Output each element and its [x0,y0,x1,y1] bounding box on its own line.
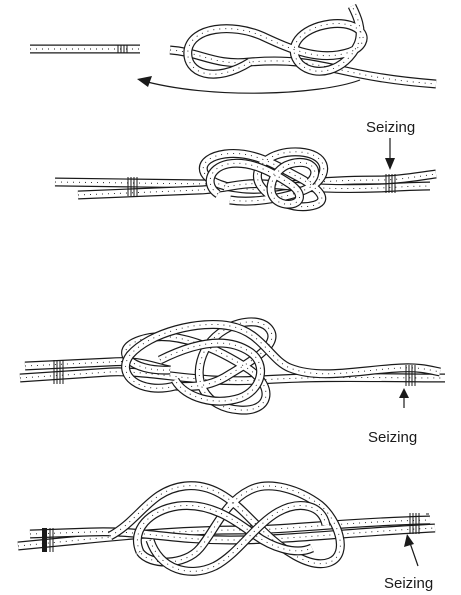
step-1-knot [30,6,436,93]
step-4-knot: Seizing [18,486,435,592]
step-3-rope [20,322,445,410]
seizing-label: Seizing [366,119,415,136]
step-2-knot: Seizing [55,119,436,207]
arrowhead-icon [137,76,152,87]
step-1-rope [170,6,436,84]
step-3-seizing-callout: Seizing [368,388,417,446]
step-2-seizing-callout: Seizing [366,119,415,170]
step-4-rope [18,486,435,572]
seizing-label: Seizing [384,575,433,592]
seizing-label: Seizing [368,429,417,446]
step-1-arrow [137,76,360,93]
arrowhead-icon [404,534,414,547]
step-2-rope [55,152,436,207]
step-4-seizing-callout: Seizing [384,534,433,592]
step-1-rope-end [30,45,140,53]
step-3-knot: Seizing [20,322,445,446]
arrowhead-icon [385,158,395,170]
arrowhead-icon [399,388,409,398]
